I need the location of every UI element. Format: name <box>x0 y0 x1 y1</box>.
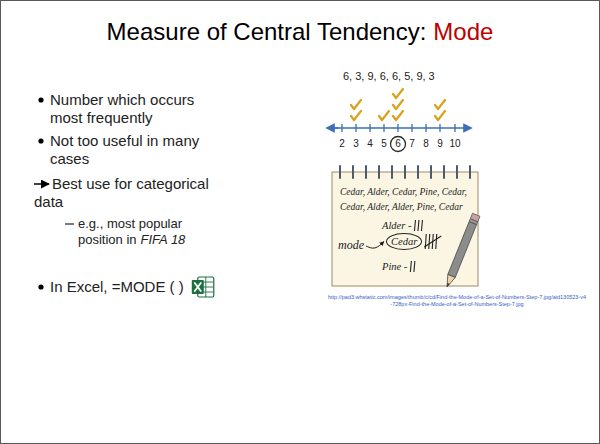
tally-name: Cedar <box>386 233 422 250</box>
notepad-ring <box>339 166 341 178</box>
tally-name: Alder - <box>382 219 411 232</box>
notepad-ring <box>391 166 393 178</box>
tick-marks <box>342 124 455 132</box>
excel-badge <box>192 280 204 294</box>
notepad-ring <box>378 166 380 178</box>
source-url: http://pad3.whstatic.com/images/thumb/c/… <box>328 294 586 308</box>
arrow-bullet <box>34 183 49 185</box>
notepad-page <box>332 172 478 286</box>
tally-marks <box>366 220 441 272</box>
tick-mark <box>355 124 356 132</box>
mode-arrow <box>366 242 384 249</box>
notepad-ring <box>456 166 458 178</box>
excel-x-mark <box>195 283 201 291</box>
tally-stroke <box>436 234 437 249</box>
axis-number: 8 <box>423 137 429 150</box>
bullet-text: Not too useful in many cases <box>50 132 220 168</box>
dash-bullet <box>65 223 74 224</box>
tick-mark <box>454 124 455 132</box>
bullet-dot <box>38 138 43 143</box>
slide-title: Measure of Central Tendency:Mode <box>0 18 600 46</box>
axis-number: 4 <box>367 137 373 150</box>
tick-mark <box>411 124 412 132</box>
axis-number: 2 <box>339 137 345 150</box>
tick-mark <box>383 124 384 132</box>
tally-stroke <box>410 261 411 272</box>
tick-mark <box>425 124 426 132</box>
handwritten-list: Cedar, Alder, Cedar, Pine, Cedar, <box>340 186 467 198</box>
tally-stroke <box>418 220 419 231</box>
notepad-rings <box>340 166 470 178</box>
bullet-dot <box>38 97 43 102</box>
mode-note: mode <box>338 238 364 252</box>
tick-mark <box>341 124 342 132</box>
pencil-lead <box>446 283 450 288</box>
number-line <box>332 127 468 129</box>
notepad-figure <box>332 166 480 289</box>
check-mark <box>393 89 403 98</box>
notepad-ring <box>417 166 419 178</box>
tally-stroke <box>414 220 415 231</box>
title-highlight: Mode <box>433 18 493 45</box>
axis-number: 7 <box>409 137 415 150</box>
notepad-ring <box>469 166 471 178</box>
check-mark <box>435 111 445 120</box>
check-mark <box>393 111 403 120</box>
title-text: Measure of Central Tendency: <box>107 18 427 45</box>
tally-stroke <box>414 261 415 272</box>
check-marks <box>351 89 445 120</box>
tick-mark <box>369 124 370 132</box>
handwritten-list: Cedar, Alder, Alder, Pine, Cedar <box>340 201 463 213</box>
tick-mark <box>397 124 398 132</box>
number-line-figure <box>330 89 468 152</box>
tally-stroke <box>421 220 422 231</box>
pencil-tip <box>443 274 455 288</box>
tally-stroke <box>429 234 430 249</box>
axis-number: 10 <box>449 137 460 150</box>
notepad-ring <box>443 166 445 178</box>
notepad-ring <box>430 166 432 178</box>
bullet-text: Number which occurs most frequently <box>50 91 220 127</box>
axis-number: 5 <box>381 137 387 150</box>
check-mark <box>351 111 361 120</box>
bullet-dot <box>38 284 43 289</box>
number-line <box>330 127 338 129</box>
check-mark <box>351 100 361 109</box>
check-mark <box>379 111 389 120</box>
notepad-ring <box>365 166 367 178</box>
bullet-text: Best use for categorical data <box>34 175 224 211</box>
tick-mark <box>439 124 440 132</box>
number-list: 6, 3, 9, 6, 6, 5, 9, 3 <box>343 70 435 83</box>
tally-name: Pine - <box>382 260 407 273</box>
check-mark <box>435 100 445 109</box>
axis-number: 3 <box>353 137 359 150</box>
game-title: FIFA 18 <box>141 232 186 247</box>
tally-stroke <box>424 236 441 247</box>
notepad-ring <box>404 166 406 178</box>
sub-bullet: e.g., most popular position inFIFA 18 <box>78 216 213 248</box>
axis-number: 6 <box>395 137 401 150</box>
mode-circle <box>391 137 406 152</box>
notepad-ring <box>352 166 354 178</box>
axis-number: 9 <box>437 137 443 150</box>
check-mark <box>393 100 403 109</box>
pencil <box>443 213 480 288</box>
pencil-body <box>448 222 477 278</box>
bullet-text: In Excel, =MODE ( ) <box>50 278 184 296</box>
excel-icon <box>192 277 214 297</box>
